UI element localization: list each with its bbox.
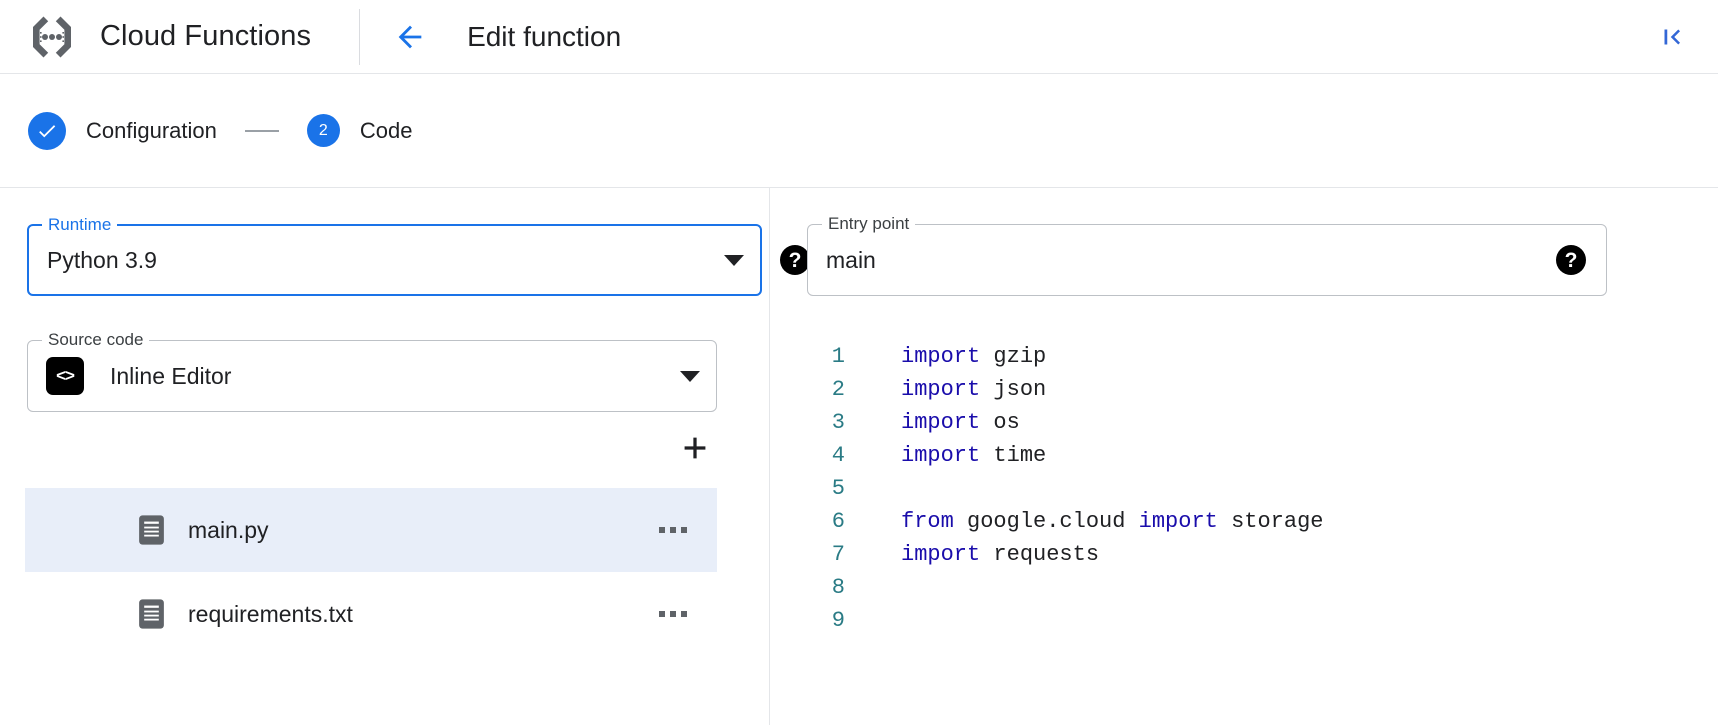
code-keyword: from [901,509,954,534]
line-number: 9 [831,608,845,633]
file-document-icon [138,514,165,546]
code-line-text[interactable]: import gzip [845,340,1046,373]
collapse-panel-left-icon [1657,22,1687,52]
back-button[interactable] [386,13,434,61]
wizard-stepper: Configuration 2 Code [0,74,1718,188]
source-code-label: Source code [42,330,150,350]
entry-point-help-icon[interactable]: ? [1556,245,1586,275]
code-token: storage [1217,509,1324,534]
file-name: requirements.txt [188,600,353,627]
code-token: os [980,410,1020,435]
stepper-label-code: Code [359,117,413,143]
code-icon: <> [46,357,84,395]
arrow-left-icon [393,20,427,54]
runtime-help-icon[interactable]: ? [780,245,810,275]
header-divider [359,8,361,65]
code-keyword: import [901,410,981,435]
file-document-icon [138,598,165,630]
chevron-down-icon[interactable] [724,254,744,266]
runtime-value: Python 3.9 [47,246,157,273]
stepper-item-code[interactable]: 2 Code [306,114,413,147]
file-list-item-requirements-txt[interactable]: requirements.txt [25,572,717,656]
runtime-row: Runtime Python 3.9 ? [27,215,810,296]
line-number: 1 [831,344,845,369]
line-number: 2 [831,377,845,402]
brand: Cloud Functions [22,11,311,63]
file-list-item-main-py[interactable]: main.py [25,488,717,572]
code-keyword: import [901,377,981,402]
check-icon [28,111,66,150]
collapse-panel-button[interactable] [1650,15,1694,59]
entry-point-input[interactable]: Entry point main ? [807,214,1607,296]
line-number: 5 [831,476,845,501]
content-area: Runtime Python 3.9 ? Source code <> Inli… [0,188,1718,725]
line-number: 6 [831,509,845,534]
brand-title: Cloud Functions [100,20,312,52]
code-token: requests [980,542,1100,567]
plus-icon [678,431,712,465]
stepper-item-configuration[interactable]: Configuration [28,111,217,150]
code-token: gzip [980,344,1047,369]
code-line-text[interactable]: from google.cloud import storage [845,505,1324,538]
stepper-list: Configuration 2 Code [28,111,413,150]
app-header: Cloud Functions Edit function [0,0,1718,74]
more-options-icon[interactable] [655,519,691,541]
file-name: main.py [188,516,269,543]
entry-point-label: Entry point [822,214,916,234]
line-number: 4 [831,443,845,468]
source-code-select[interactable]: Source code <> Inline Editor [27,330,717,412]
line-number: 8 [831,575,845,600]
code-line: 8 [797,571,1718,604]
code-line: 9 [797,604,1718,637]
code-line-text[interactable]: import requests [845,538,1099,571]
stepper-label-configuration: Configuration [86,117,217,143]
add-file-button[interactable] [674,427,716,469]
code-token: json [980,377,1047,402]
entry-point-value: main [826,246,876,273]
left-panel: Runtime Python 3.9 ? Source code <> Inli… [0,188,810,725]
line-number: 3 [831,410,845,435]
step-number-icon: 2 [306,114,340,147]
page-title: Edit function [467,20,622,52]
code-line-text[interactable]: import json [845,373,1046,406]
code-token: time [980,443,1047,468]
stepper-connector [244,129,279,132]
line-number: 7 [831,542,845,567]
code-keyword: import [901,344,981,369]
chevron-down-icon[interactable] [680,370,700,382]
file-list: main.py requirements.txt [25,488,717,656]
code-line-text[interactable]: import time [845,439,1046,472]
code-token: google.cloud [953,509,1139,534]
more-options-icon[interactable] [655,603,691,625]
code-line: 5 [797,472,1718,505]
runtime-label: Runtime [42,215,118,235]
runtime-select[interactable]: Runtime Python 3.9 [27,215,762,296]
code-keyword: import [901,542,981,567]
code-keyword: import [901,443,981,468]
code-line-text[interactable]: import os [845,406,1020,439]
cloud-functions-logo-icon [26,11,78,63]
source-code-value: Inline Editor [110,362,232,389]
code-keyword: import [1138,509,1218,534]
